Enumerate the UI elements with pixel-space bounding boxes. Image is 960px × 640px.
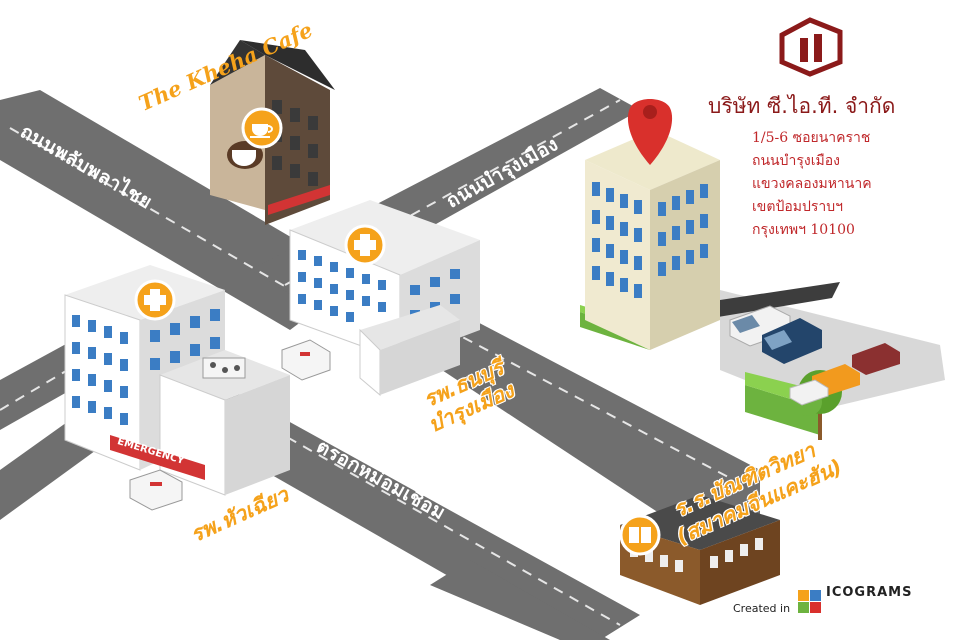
ambulance bbox=[281, 339, 331, 381]
company-address-line5: กรุงเทพฯ 10100 bbox=[752, 222, 855, 238]
company-address-line1: 1/5-6 ซอยนาคราช bbox=[752, 130, 871, 146]
hua-chiew-badge bbox=[134, 279, 176, 321]
map-pin-icon bbox=[627, 99, 673, 165]
medical-cross-icon bbox=[144, 289, 166, 311]
red-car bbox=[852, 343, 900, 375]
book-icon bbox=[629, 527, 651, 543]
thonburi-hospital-building bbox=[281, 200, 480, 397]
company-logo-icon bbox=[779, 17, 843, 77]
company-name: บริษัท ซี.ไอ.ที. จำกัด bbox=[708, 94, 896, 118]
blue-van bbox=[762, 318, 822, 364]
road-phlap-phla-chai bbox=[0, 90, 330, 330]
icograms-logo-icon bbox=[798, 590, 821, 613]
road-bottom-spur bbox=[430, 560, 610, 640]
company-address-line3: แขวงคลองมหานาค bbox=[752, 176, 872, 192]
hua-chiew-hospital-building bbox=[64, 265, 290, 511]
credit-prefix: Created in bbox=[733, 602, 791, 615]
parking-area bbox=[580, 282, 900, 440]
medical-cross-icon bbox=[354, 234, 376, 256]
cit-office-building bbox=[585, 99, 720, 350]
school-badge bbox=[619, 514, 661, 556]
thonburi-badge bbox=[344, 224, 386, 266]
cafe-badge bbox=[241, 107, 283, 149]
credit-brand[interactable]: ICOGRAMS bbox=[826, 585, 913, 600]
ambulance-emergency bbox=[129, 469, 183, 511]
company-address-line2: ถนนบำรุงเมือง bbox=[752, 153, 840, 169]
white-car bbox=[789, 379, 829, 406]
coffee-cup-icon bbox=[250, 124, 273, 138]
company-address-line4: เขตป้อมปราบฯ bbox=[752, 199, 843, 215]
coffee-cup-icon bbox=[227, 141, 263, 169]
